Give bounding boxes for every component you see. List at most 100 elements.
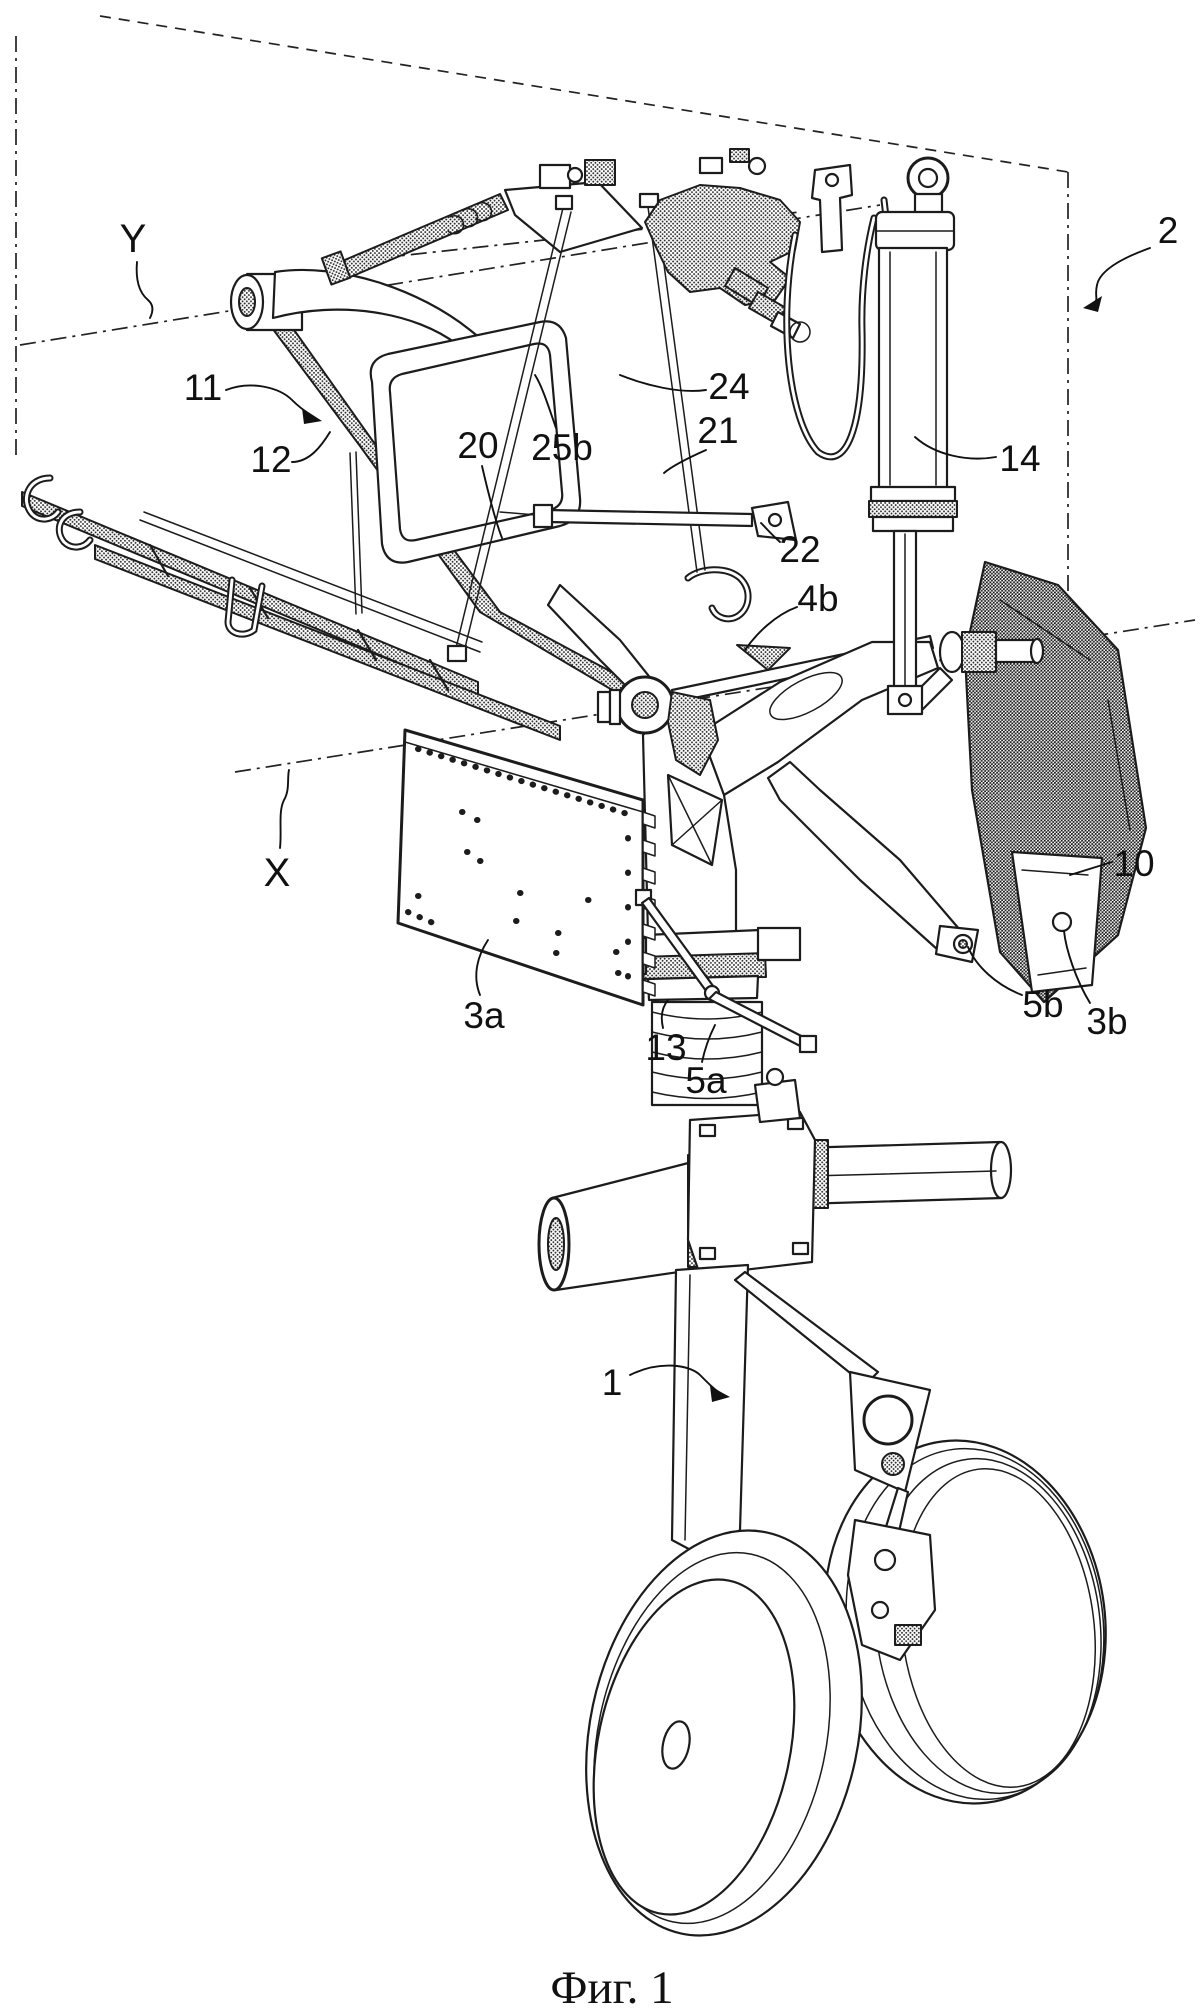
leader-ref-25b <box>534 374 557 429</box>
shock-absorber-group <box>868 156 958 716</box>
rod-22-body <box>546 508 754 528</box>
panel-3a-plate <box>396 728 645 1007</box>
wheel-left-shoulder <box>593 1551 831 1925</box>
label-ref-14: 14 <box>999 438 1040 479</box>
right-arm <box>695 640 940 797</box>
vertical-strut <box>349 451 363 615</box>
top-small-bolt <box>566 166 584 184</box>
figure-caption: Фиг. 1 <box>550 1962 673 2013</box>
valve-block <box>644 184 801 306</box>
reference-labels: Y X 2 11 12 20 25b 24 21 14 22 4b 10 5b … <box>120 210 1179 1403</box>
arrowhead-ref-1 <box>710 1386 730 1402</box>
label-ref-1: 1 <box>602 1362 623 1403</box>
axle-top-lug <box>753 1078 802 1124</box>
shock-rod-clevis <box>886 684 924 716</box>
axle-bolt-3 <box>698 1246 717 1261</box>
unlock-actuator <box>339 193 509 279</box>
panel-3a-field-rivets <box>415 809 622 976</box>
label-ref-4b: 4b <box>797 578 838 619</box>
main-fitting-group <box>254 295 1045 964</box>
bellows-rings <box>651 1011 763 1100</box>
leader-ref-4b <box>744 606 798 651</box>
axle-bolt-1 <box>698 1123 717 1138</box>
label-axis-x: X <box>264 851 291 895</box>
lattice-rail-lower <box>94 544 561 741</box>
label-ref-2: 2 <box>1158 210 1179 251</box>
label-ref-24: 24 <box>708 366 749 407</box>
label-ref-13: 13 <box>645 1027 686 1068</box>
fork-bolt-2 <box>870 1600 890 1620</box>
fork-bolt-1 <box>873 1548 897 1572</box>
leader-ref-22 <box>760 522 781 543</box>
long-rod-pair-a <box>454 207 572 657</box>
bolt-cluster <box>667 691 719 776</box>
leader-ref-5a <box>701 1024 716 1063</box>
box-top-edge-line <box>99 15 1069 173</box>
right-arm-cutout <box>769 671 843 721</box>
top-fitting-plate <box>503 180 644 254</box>
bracket-10-bolt <box>1051 911 1073 933</box>
torque-link-small-hole <box>881 1452 905 1476</box>
label-ref-25b: 25b <box>531 427 593 468</box>
rod-b-top-block <box>638 192 660 209</box>
label-ref-22: 22 <box>779 529 820 570</box>
upper-beam-group <box>229 148 920 663</box>
leader-ref-13 <box>660 999 669 1029</box>
leader-ref-20 <box>481 465 503 539</box>
label-ref-5a: 5a <box>685 1060 727 1101</box>
panel-3a-group <box>396 728 656 1007</box>
side-stay-lattice <box>21 474 561 741</box>
trunnion-bore <box>238 287 256 317</box>
leader-ref-12 <box>291 431 331 463</box>
leg-right-stub <box>756 926 802 962</box>
leader-ref-10 <box>1069 861 1113 876</box>
lower-leg-group <box>537 926 1013 1662</box>
leader-axis-y <box>135 261 154 319</box>
leader-ref-14 <box>914 436 997 460</box>
rod-22-left-clevis <box>532 503 554 529</box>
label-ref-21: 21 <box>697 410 738 451</box>
axle-right-cap <box>989 1140 1013 1200</box>
lattice-u-bracket-core <box>226 578 264 636</box>
axle-left-bore <box>547 1217 565 1271</box>
label-ref-5b: 5b <box>1022 984 1063 1025</box>
lock-rod-13-group <box>634 888 818 1054</box>
leader-axis-x <box>279 769 290 849</box>
actuator-springs <box>447 202 493 235</box>
fork-patch <box>894 1624 922 1646</box>
label-axis-y: Y <box>120 217 147 261</box>
leg-trunk-ribs <box>667 774 723 866</box>
arm-5b <box>766 760 962 952</box>
leader-ref-5b <box>967 946 1023 996</box>
valve-top-bolt <box>747 156 767 176</box>
valve-top-part-1 <box>698 156 724 175</box>
leader-ref-2 <box>1091 247 1151 305</box>
shock-cylinder-walls <box>889 251 937 486</box>
lattice-end-hook-upper-core <box>25 476 60 521</box>
hose-bracket-bolt <box>824 172 840 188</box>
shock-eye-bore <box>917 167 939 189</box>
hinge-wedge-4b <box>736 644 791 671</box>
rod-22-pin <box>767 512 783 528</box>
leader-ref-24 <box>619 374 707 392</box>
arrowhead-ref-2 <box>1083 296 1102 312</box>
door-3b-inner-lines <box>999 599 1131 831</box>
shock-cylinder-body <box>877 246 949 490</box>
lattice-end-hook-lower-core <box>57 510 92 549</box>
door-3b-group <box>963 560 1148 1004</box>
rod-13-end <box>798 1034 818 1054</box>
torque-link-upper <box>733 1270 880 1387</box>
arrowhead-ref-11 <box>302 408 322 424</box>
panel-3a-top-rivets <box>415 746 637 819</box>
shock-collar-3 <box>871 515 955 533</box>
actuator-end-block <box>320 250 352 286</box>
leader-ref-3b <box>1063 930 1091 1004</box>
axle-top-lug-bolt <box>765 1067 785 1087</box>
link-rod-22-group <box>499 500 798 542</box>
leg-column <box>670 1263 750 1557</box>
leg-column-line <box>684 1274 691 1541</box>
label-ref-3b: 3b <box>1086 1001 1127 1042</box>
leader-ref-11 <box>225 384 313 417</box>
